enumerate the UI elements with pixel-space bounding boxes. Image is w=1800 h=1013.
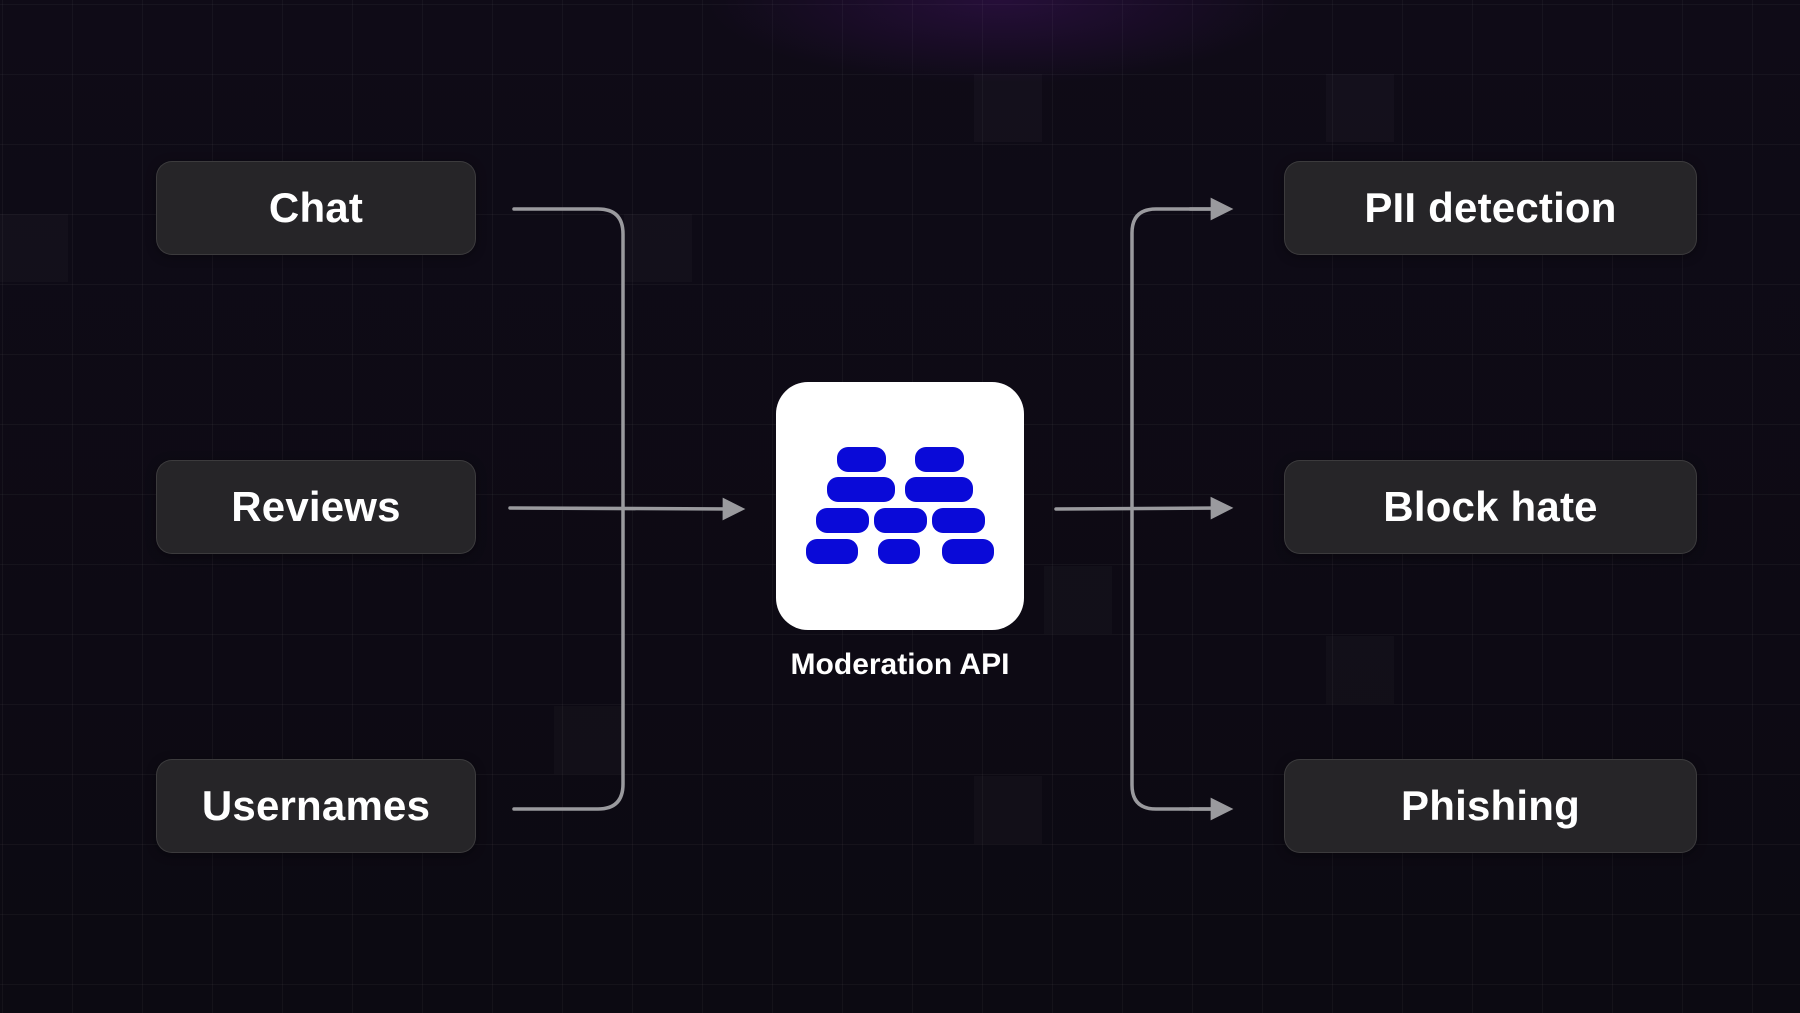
- connector-hub-out: [1054, 496, 1234, 520]
- input-node-label: Chat: [268, 184, 364, 231]
- output-node-block-hate: Block hate: [1284, 460, 1697, 554]
- hub-label: Moderation API: [790, 648, 1010, 681]
- output-node-phishing: Phishing: [1284, 759, 1697, 853]
- output-node-label: Phishing: [1401, 782, 1580, 829]
- output-node-pii-detection: PII detection: [1284, 161, 1697, 255]
- connector-reviews: [508, 497, 746, 521]
- output-node-label: PII detection: [1364, 184, 1617, 231]
- moderation-api-logo-tile: [776, 382, 1024, 630]
- connector-fanout: [1130, 207, 1224, 811]
- input-node-label: Reviews: [231, 483, 401, 530]
- output-node-label: Block hate: [1383, 483, 1598, 530]
- input-node-reviews: Reviews: [156, 460, 476, 554]
- input-node-chat: Chat: [156, 161, 476, 255]
- input-node-usernames: Usernames: [156, 759, 476, 853]
- stacked-bricks-logo-icon: [806, 447, 994, 564]
- input-node-label: Usernames: [201, 782, 431, 829]
